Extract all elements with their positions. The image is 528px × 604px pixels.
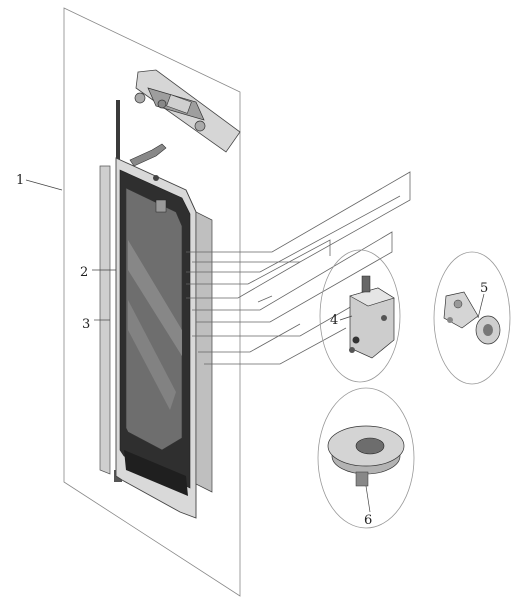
fitting-part: [443, 291, 501, 345]
callout-4: 4: [330, 313, 338, 328]
detail-bubbles: [317, 249, 511, 529]
valve-block-part: [349, 275, 395, 359]
callout-5: 5: [480, 281, 488, 296]
lever-arm: [129, 143, 167, 167]
knob-part: [327, 425, 405, 487]
callout-leaders: [25, 179, 485, 513]
callout-1: 1: [16, 173, 24, 188]
hinge-bracket: [134, 69, 241, 153]
mounting-panel: [63, 7, 241, 597]
callout-2: 2: [80, 265, 88, 280]
door-frame: [115, 157, 213, 519]
callout-6: 6: [364, 513, 372, 528]
callout-3: 3: [82, 317, 90, 332]
